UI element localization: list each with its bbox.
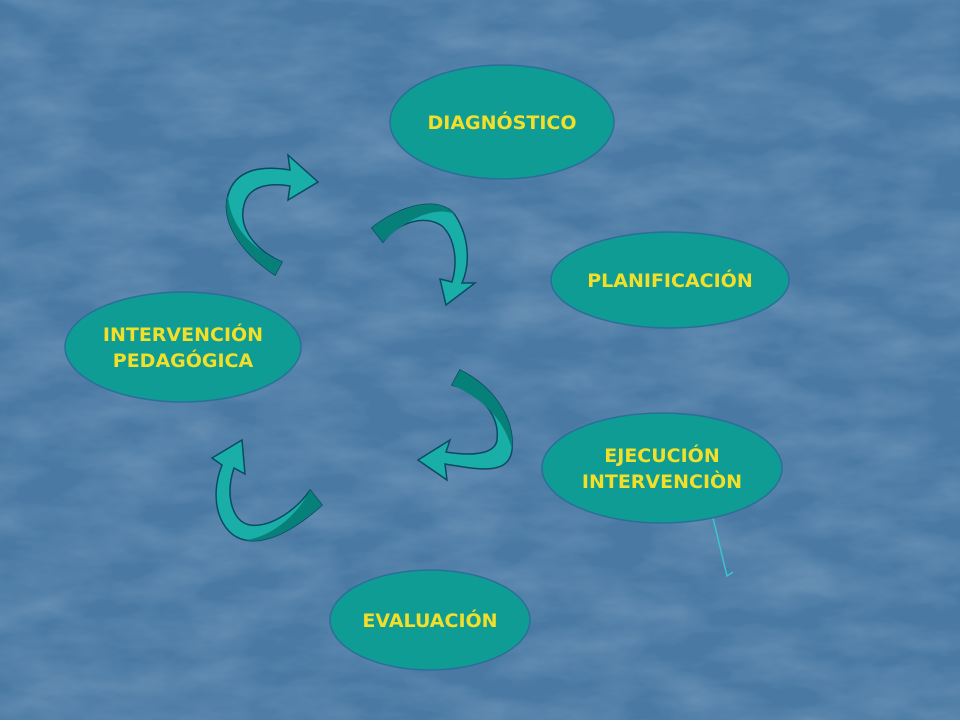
arrow-right [416,369,513,482]
node-diagnostico: DIAGNÓSTICO [389,64,615,180]
node-evaluacion: EVALUACIÓN [329,569,531,671]
curved-arrow-icon [210,438,324,542]
node-intervencion: INTERVENCIÓN PEDAGÓGICA [64,291,302,403]
node-planificacion: PLANIFICACIÓN [550,231,790,329]
node-ejecucion: EJECUCIÓN INTERVENCIÒN [541,412,783,524]
node-intervencion-label-2: PEDAGÓGICA [113,348,254,372]
connector-line [712,517,734,578]
node-ejecucion-label-1: EJECUCIÓN [604,443,719,467]
node-diagnostico-label: DIAGNÓSTICO [427,110,576,134]
node-intervencion-label-1: INTERVENCIÓN [103,322,263,346]
node-evaluacion-label: EVALUACIÓN [362,608,497,632]
arrow-bottom-left [210,438,324,542]
curved-arrow-icon [225,153,320,277]
node-ejecucion-label-2: INTERVENCIÒN [582,469,742,493]
arrow-top-right [370,203,478,307]
arrow-top-left [225,153,320,277]
node-planificacion-label: PLANIFICACIÓN [587,268,752,292]
